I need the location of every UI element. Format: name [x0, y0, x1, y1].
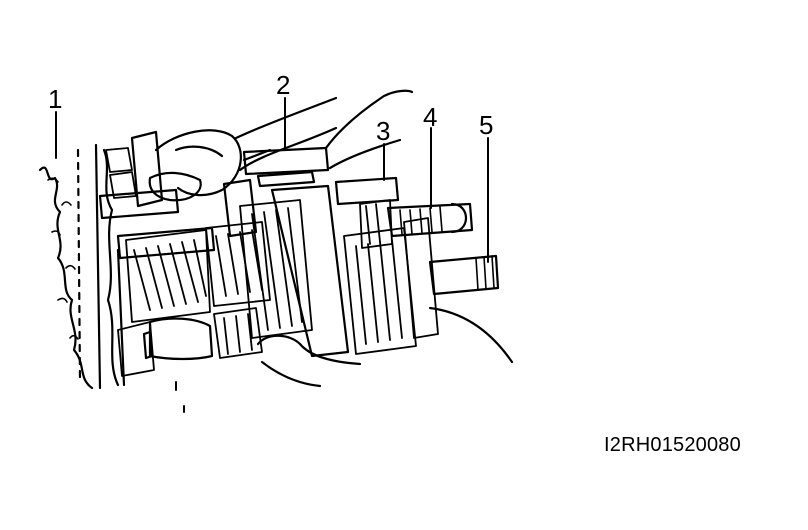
press-tool	[222, 146, 400, 358]
left-hand	[148, 96, 338, 202]
shift-rod-upper	[98, 130, 216, 260]
main-gear-block	[205, 199, 313, 359]
callout-leaders	[55, 97, 489, 263]
callout-label-5: 5	[479, 110, 494, 140]
callout-label-1: 1	[48, 84, 63, 114]
callout-label-3: 3	[376, 116, 391, 146]
figure-code: I2RH01520080	[604, 434, 741, 456]
lower-hand	[142, 306, 514, 388]
callout-label-2: 2	[276, 70, 291, 100]
case-housing	[38, 143, 126, 390]
callout-label-4: 4	[423, 102, 438, 132]
countershaft-end	[428, 254, 500, 296]
right-gear-stack	[343, 199, 439, 355]
right-hand	[324, 89, 414, 170]
output-shaft	[386, 202, 474, 238]
print-specks	[175, 381, 185, 413]
